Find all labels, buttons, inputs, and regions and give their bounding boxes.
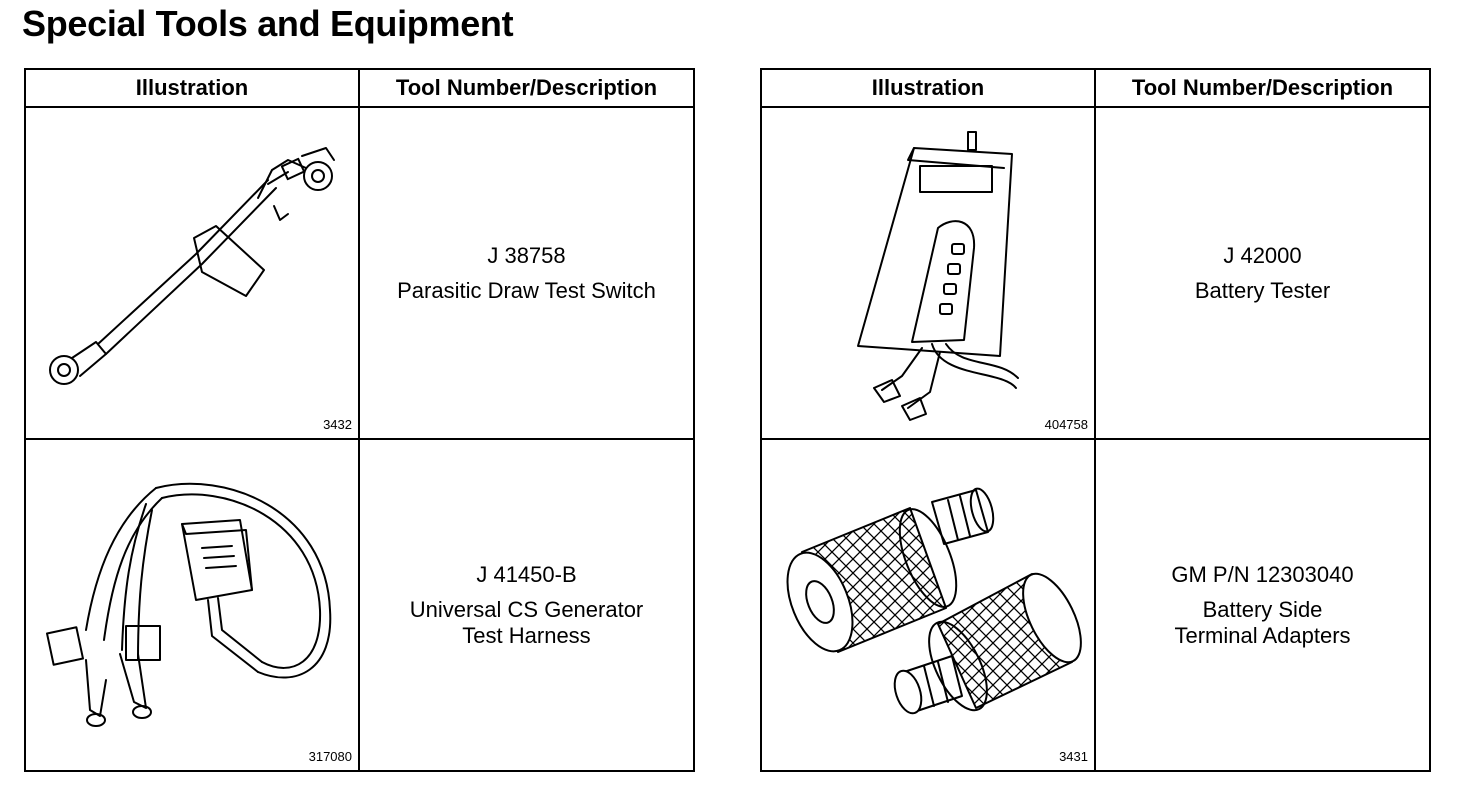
tool-description: Universal CS Generator [409,596,644,622]
page-title: Special Tools and Equipment [22,3,514,44]
table-row: 3431 GM P/N 12303040 Battery Side Termin… [760,438,1431,772]
tools-table-right: Illustration Tool Number/Description [760,68,1431,772]
tool-description: Test Harness [462,622,591,648]
table-header-row: Illustration Tool Number/Description [24,68,695,108]
figure-number: 3431 [1059,749,1088,764]
tool-description-cell: J 38758 Parasitic Draw Test Switch [358,106,695,440]
tool-description: Battery Tester [1194,277,1331,303]
tool-description: Parasitic Draw Test Switch [397,277,656,303]
figure-number: 317080 [308,749,352,764]
illustration-cell: 3432 [24,106,360,440]
illustration-header: Illustration [760,68,1096,108]
illustration-header: Illustration [24,68,360,108]
illustration-cell: 404758 [760,106,1096,440]
tool-description: Battery Side [1202,596,1323,622]
figure-number: 3432 [323,417,352,432]
table-row: 3432 J 38758 Parasitic Draw Test Switch [24,106,695,440]
table-row: 404758 J 42000 Battery Tester [760,106,1431,440]
battery-tester-icon [762,108,1094,438]
tool-number: GM P/N 12303040 [1171,561,1354,587]
switch-cable-icon [26,108,358,438]
description-header: Tool Number/Description [1094,68,1431,108]
tool-number: J 38758 [487,242,566,268]
harness-icon [26,440,358,770]
tool-description-cell: J 42000 Battery Tester [1094,106,1431,440]
terminal-adapter-icon [762,440,1094,770]
illustration-cell: 3431 [760,438,1096,772]
table-row: 317080 J 41450-B Universal CS Generator … [24,438,695,772]
tool-description-cell: GM P/N 12303040 Battery Side Terminal Ad… [1094,438,1431,772]
tool-number: J 41450-B [476,561,577,587]
tools-table-left: Illustration Tool Number/Description [24,68,695,772]
description-header: Tool Number/Description [358,68,695,108]
tool-number: J 42000 [1223,242,1302,268]
figure-number: 404758 [1044,417,1088,432]
tool-description-cell: J 41450-B Universal CS Generator Test Ha… [358,438,695,772]
illustration-cell: 317080 [24,438,360,772]
tool-description: Terminal Adapters [1174,622,1351,648]
table-header-row: Illustration Tool Number/Description [760,68,1431,108]
